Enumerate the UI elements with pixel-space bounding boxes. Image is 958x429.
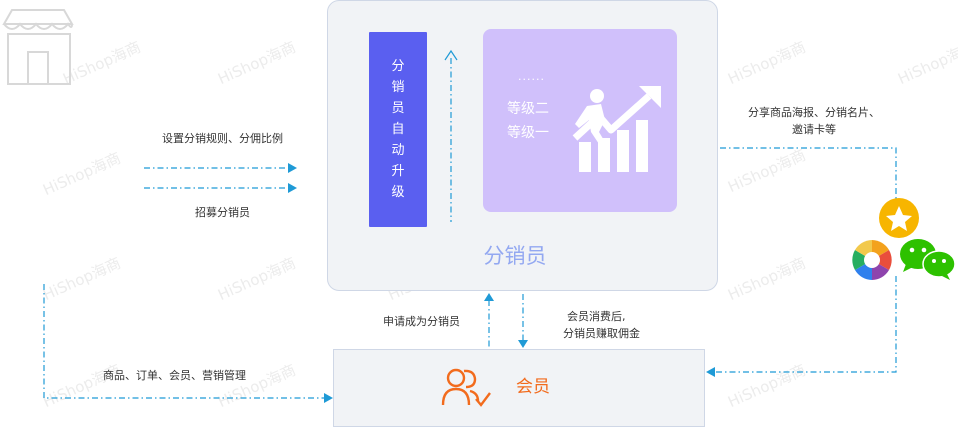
level-ellipsis: ...... <box>518 70 545 83</box>
member-title: 会员 <box>516 377 550 397</box>
share-connector <box>706 147 897 377</box>
label-set-rules: 设置分销规则、分佣比例 <box>162 132 283 145</box>
users-icon <box>441 368 491 407</box>
level-one: 等级一 <box>507 125 549 141</box>
watermark: HiShop海商 <box>215 37 299 89</box>
watermark: HiShop海商 <box>895 37 958 89</box>
distributor-title: 分销员 <box>483 244 547 268</box>
label-consume-line2: 分销员赚取佣金 <box>563 327 640 340</box>
manage-connector <box>43 284 333 403</box>
auto-upgrade-label: 分销员自动升级 <box>391 59 405 200</box>
label-manage: 商品、订单、会员、营销管理 <box>103 369 246 382</box>
label-share-line1: 分享商品海报、分销名片、 <box>748 106 880 119</box>
left-arrows <box>144 163 297 193</box>
watermark: HiShop海商 <box>725 37 809 89</box>
watermark: HiShop海商 <box>40 148 124 200</box>
social-apps-icon <box>852 198 956 280</box>
store-icon <box>2 9 74 85</box>
growth-chart-icon <box>572 86 661 172</box>
label-share-line2: 邀请卡等 <box>792 123 836 136</box>
level-two: 等级二 <box>507 101 549 117</box>
label-apply: 申请成为分销员 <box>383 315 460 328</box>
member-box <box>333 349 705 427</box>
upgrade-arrow <box>444 49 458 222</box>
label-recruit: 招募分销员 <box>195 206 250 219</box>
auto-upgrade-bar: 分销员自动升级 <box>369 32 427 227</box>
label-consume-line1: 会员消费后, <box>567 310 626 323</box>
apply-consume-arrows <box>484 293 528 348</box>
